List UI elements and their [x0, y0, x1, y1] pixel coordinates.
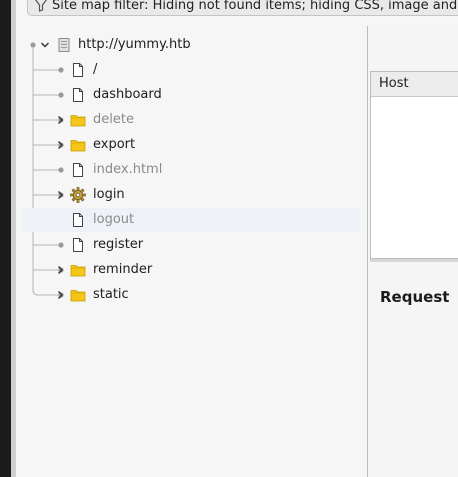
folder-icon [70, 137, 86, 153]
window-edge [0, 0, 11, 477]
tree-item-dashboard[interactable]: dashboard [16, 83, 367, 107]
file-icon [70, 212, 86, 228]
tree-item-label: export [93, 137, 136, 152]
chevron-right-icon[interactable] [55, 133, 65, 157]
tree-item-static[interactable]: static [16, 283, 367, 307]
tree-item-root-path[interactable]: / [16, 58, 367, 82]
tree-root-row[interactable]: http://yummy.htb [16, 33, 367, 57]
tree-item-label: index.html [93, 162, 163, 177]
site-map-tree: http://yummy.htb / dashboard delete export i… [16, 26, 367, 477]
tree-item-label: / [93, 62, 98, 77]
tree-item-label: dashboard [93, 87, 162, 102]
tree-root-label: http://yummy.htb [78, 37, 191, 52]
split-handle[interactable] [370, 259, 458, 262]
site-map-filter-bar[interactable]: Site map filter: Hiding not found items;… [27, 0, 458, 16]
tree-item-index-html[interactable]: index.html [16, 158, 367, 182]
chevron-right-icon[interactable] [55, 283, 65, 307]
chevron-down-icon[interactable] [40, 33, 50, 57]
tree-item-login[interactable]: login [16, 183, 367, 207]
folder-icon [70, 262, 86, 278]
file-icon [70, 237, 86, 253]
tree-item-reminder[interactable]: reminder [16, 258, 367, 282]
pane-divider[interactable] [367, 26, 368, 477]
folder-icon [70, 287, 86, 303]
request-section-title: Request [380, 288, 450, 306]
host-table[interactable]: Host [370, 71, 458, 259]
column-header-host[interactable]: Host [371, 72, 458, 97]
file-icon [70, 62, 86, 78]
tree-item-label: delete [93, 112, 134, 127]
chevron-right-icon[interactable] [55, 258, 65, 282]
tree-item-label: logout [93, 212, 135, 227]
chevron-right-icon[interactable] [55, 108, 65, 132]
tree-item-register[interactable]: register [16, 233, 367, 257]
pane-border [11, 0, 16, 477]
gear-icon [70, 187, 86, 203]
chevron-right-icon[interactable] [55, 183, 65, 207]
server-icon [56, 37, 72, 53]
file-icon [70, 162, 86, 178]
tree-item-label: reminder [93, 262, 153, 277]
tree-item-export[interactable]: export [16, 133, 367, 157]
tree-item-logout[interactable]: logout [16, 208, 367, 232]
folder-icon [70, 112, 86, 128]
tree-item-label: static [93, 287, 129, 302]
filter-icon [34, 0, 48, 12]
file-icon [70, 87, 86, 103]
tree-item-label: register [93, 237, 144, 252]
tree-item-label: login [93, 187, 125, 202]
right-panel: Host Request [368, 26, 458, 477]
tree-connector-lines [30, 42, 64, 298]
tree-item-delete[interactable]: delete [16, 108, 367, 132]
filter-summary-text: Site map filter: Hiding not found items;… [52, 0, 458, 13]
